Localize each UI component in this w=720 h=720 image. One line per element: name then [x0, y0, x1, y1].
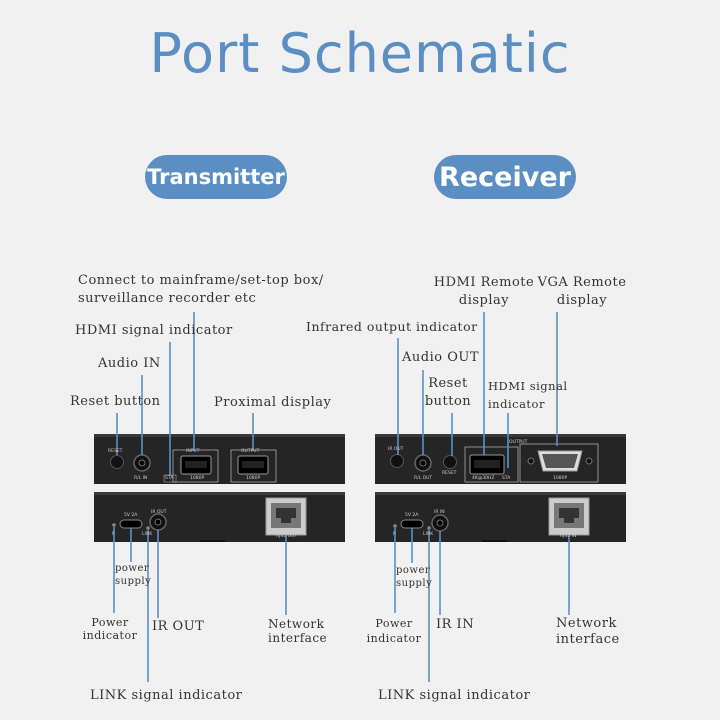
transmitter-back-panel [94, 492, 345, 542]
tx-panel-link: LINK [142, 532, 153, 537]
rx-panel-ir-in: IR IN [434, 510, 445, 515]
rx-label-reset: Reset button [424, 376, 472, 409]
transmitter-front-panel [94, 434, 345, 484]
rx-label-audio-out: Audio OUT [402, 350, 479, 365]
tx-panel-output: OUTPUT [241, 449, 260, 454]
page-title: Port Schematic [149, 22, 571, 85]
rx-panel-rj45: RJ45 IN [560, 534, 577, 539]
rx-label-vga-remote: VGA Remote display [537, 275, 627, 308]
transmitter-leader-lines [113, 312, 287, 682]
rx-label-hdmi-remote: HDMI Remote display [433, 275, 535, 308]
receiver-back-panel [375, 492, 626, 542]
rx-panel-sta: STA [502, 476, 511, 481]
tx-panel-power-spec: 5V 2A [124, 513, 138, 518]
rx-label-ir-in: IR IN [436, 617, 475, 632]
transmitter-heading: Transmitter [145, 155, 287, 199]
rx-label-power-indicator: Power indicator [366, 617, 422, 645]
tx-panel-res-out: 1080P [246, 476, 261, 481]
transmitter-heading-text: Transmitter [147, 165, 285, 189]
rx-panel-link: LINK [423, 532, 434, 537]
tx-label-proximal: Proximal display [214, 395, 332, 410]
tx-label-power-supply: power supply [115, 563, 152, 587]
tx-label-hdmi-signal: HDMI signal indicator [75, 323, 233, 338]
receiver-leader-lines [394, 312, 570, 682]
rx-panel-p: P [393, 532, 396, 537]
tx-label-connect: Connect to mainframe/set-top box/ survei… [78, 273, 324, 306]
tx-panel-res-in: 1080P [190, 476, 205, 481]
tx-panel-input: INPUT [186, 449, 200, 454]
rx-label-hdmi-signal: HDMI signal indicator [488, 379, 568, 411]
rx-panel-res: 4K@30HZ [472, 476, 495, 481]
rx-label-link: LINK signal indicator [378, 688, 531, 703]
tx-panel-ir-out: IR OUT [151, 510, 167, 515]
tx-panel-sta: STA [165, 476, 174, 481]
tx-label-ir-out: IR OUT [152, 619, 205, 634]
tx-panel-p: P [112, 532, 115, 537]
rx-label-infrared: Infrared output indicator [306, 319, 478, 334]
receiver-heading: Receiver [434, 155, 576, 199]
rx-panel-ir-out: IR OUT [388, 447, 404, 452]
tx-label-link: LINK signal indicator [90, 688, 243, 703]
tx-label-network: Network interface [268, 617, 328, 645]
rx-panel-reset: RESET [442, 471, 457, 476]
rx-panel-vga-res: 1080P [553, 476, 568, 481]
rx-panel-rl-out: R/L OUT [414, 476, 433, 481]
tx-panel-rl-in: R/L IN [134, 476, 148, 481]
tx-panel-reset: RESET [108, 449, 123, 454]
rx-panel-output: OUTPUT [509, 440, 528, 445]
tx-label-power-indicator: Power indicator [82, 616, 138, 642]
rx-label-power-supply: power supply [396, 565, 433, 589]
tx-label-reset: Reset button [70, 394, 161, 409]
receiver-front-panel [375, 434, 626, 484]
rx-label-network: Network interface [556, 616, 620, 647]
rx-panel-power-spec: 5V 2A [405, 513, 419, 518]
tx-panel-rj45: RJ45 OUT [276, 534, 298, 539]
receiver-heading-text: Receiver [439, 161, 571, 193]
tx-label-audio-in: Audio IN [98, 356, 161, 371]
